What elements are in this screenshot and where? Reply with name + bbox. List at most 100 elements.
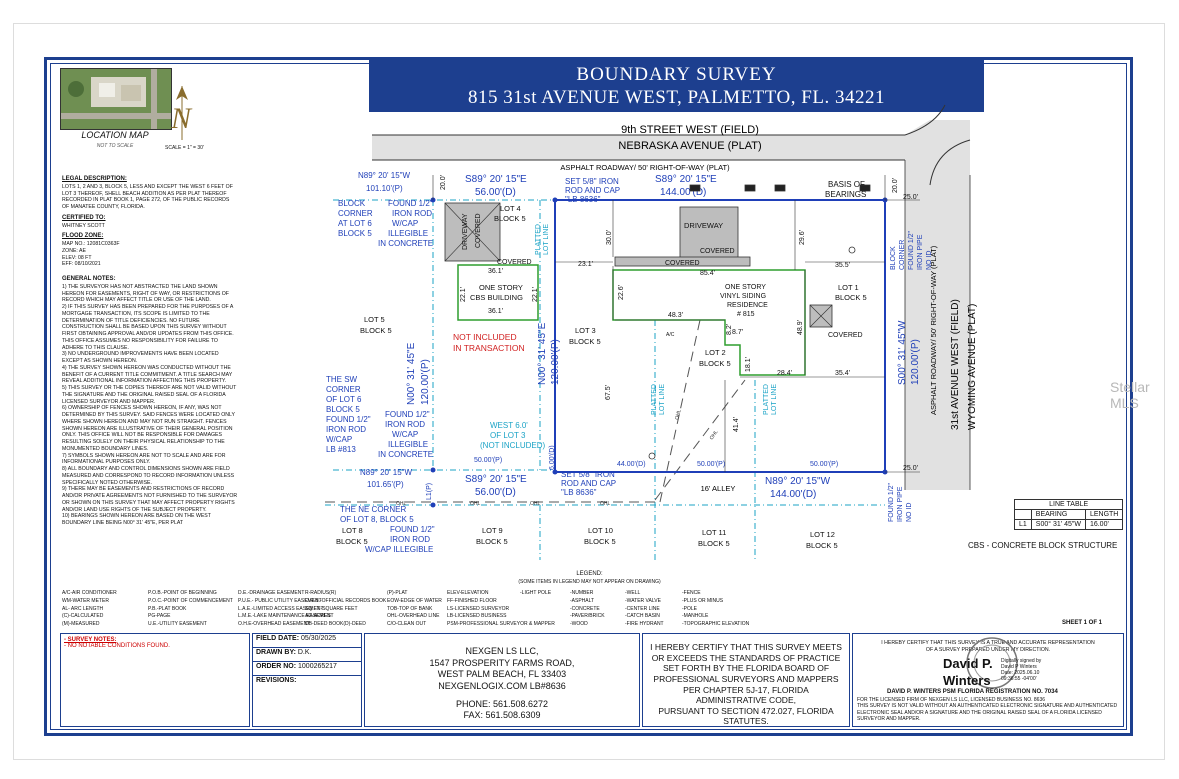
certified-name: WHITNEY SCOTT <box>62 222 105 229</box>
general-note: 7) SYMBOLS SHOWN HEREON ARE NOT TO SCALE… <box>62 452 226 466</box>
monument-callouts: BLOCK CORNER AT LOT 6 BLOCK 5 FOUND 1/2"… <box>326 177 620 554</box>
signature-footer: FOR THE LICENSED FIRM OF NEXGEN LS LLC, … <box>857 697 1123 722</box>
callout-found-iron-rod-2: FOUND 1/2" IRON ROD W/CAP ILLEGIBLE IN C… <box>378 410 433 459</box>
legend-item: U.E.-UTILITY EASEMENT <box>148 621 207 627</box>
company-phone: PHONE: 561.508.6272 <box>455 698 549 709</box>
platted-lot-line-label: PLATTED LOT LINE <box>651 382 666 415</box>
order-number: 1000265217 <box>298 663 337 670</box>
dim-label: 36.1' <box>488 308 503 315</box>
lot-label: LOT 2 BLOCK 5 <box>699 348 731 368</box>
platted-lot-line-label: PLATTED LOT LINE <box>535 222 550 255</box>
field-info-box: FIELD DATE: 05/30/2025 DRAWN BY: D.K. OR… <box>252 633 362 727</box>
legend-item: ELEV-ELEVATION <box>447 590 489 596</box>
lot-label: LOT 12 BLOCK 5 <box>806 530 838 550</box>
legend-column: -FENCE-PLUS OR MINUS-POLE-MANHOLE-TOPOGR… <box>682 590 749 629</box>
dim-label: 8.2' <box>726 324 733 335</box>
legend-item: LB-LICENSED BUSINESS <box>447 613 507 620</box>
legend-item: FF-FINISHED FLOOR <box>447 597 497 604</box>
corner-callouts-vertical: BLOCK CORNER FOUND 1/2" IRON PIPE NO ID … <box>888 230 933 522</box>
legend-item: -PAVER/BRICK <box>570 613 605 620</box>
road-curve <box>904 104 946 136</box>
line-table: LINE TABLE BEARING LENGTH L1 S00° 31' 45… <box>1013 499 1124 530</box>
general-note: 8) ALL BOUNDARY AND CONTROL DIMENSIONS S… <box>62 466 235 486</box>
basis-of-bearings: BASIS OF BEARINGS <box>825 180 867 199</box>
flood-line: ZONE: AE <box>62 247 86 254</box>
dim-label: 28.4' <box>777 370 792 377</box>
ohl-label: OHL <box>674 409 683 421</box>
legend-item: PSM-PROFESSIONAL SURVEYOR & MAPPER <box>447 621 555 627</box>
iron-rod-marker <box>552 197 558 203</box>
company-line: NEXGENLOGIX.COM LB#8636 <box>438 681 566 692</box>
certification-box: I HEREBY CERTIFY THAT THIS SURVEY MEETS … <box>642 633 850 727</box>
survey-notes-text: - NO NOTABLE CONDITIONS FOUND. <box>64 643 170 649</box>
legend-item: O.R.B.-OFFICIAL RECORDS BOOK <box>305 597 387 604</box>
dim-label: 67.5' <box>605 385 612 400</box>
line-table-title: LINE TABLE <box>1013 499 1124 510</box>
cbs-building <box>457 264 539 321</box>
legend-item: -POLE <box>682 605 698 612</box>
legend-item: -FENCE <box>682 590 701 596</box>
legal-heading: LEGAL DESCRIPTION: <box>62 176 127 182</box>
overhead-line: OHL OHL OHL OHL OHL OHL <box>325 319 746 507</box>
dim-label: 8.7' <box>732 329 743 336</box>
line-table-cell: S00° 31' 45"W <box>1030 519 1086 530</box>
dim-label: 22.6' <box>618 285 625 300</box>
legend-item: D.E.-DRAINAGE EASEMENT <box>238 590 305 596</box>
bearing-label: N00° 31' 45"E <box>406 342 417 405</box>
dim-label: 22.1' <box>532 287 539 302</box>
digital-signature-stamp: Digitally signed by David P Winters Date… <box>1001 658 1042 682</box>
covered-strip <box>614 256 751 267</box>
legend-item: O.H.E-OVERHEAD EASEMENT <box>238 621 311 627</box>
lot-label: LOT 5 BLOCK 5 <box>360 315 392 335</box>
drawn-by-label: DRAWN BY: <box>256 649 296 656</box>
legend-item: -ASPHALT <box>570 597 595 604</box>
cbs-note: CBS - CONCRETE BLOCK STRUCTURE <box>968 541 1118 550</box>
dim-label: 35.5' <box>835 262 850 269</box>
bearing-label: S89° 20' 15"E <box>655 174 717 185</box>
general-note: 3) NO UNDERGROUND IMPROVEMENTS HAVE BEEN… <box>62 351 219 365</box>
bearing-label: S89° 20' 15"E <box>465 474 527 485</box>
survey-title: BOUNDARY SURVEY <box>576 64 777 85</box>
legend-item: -CONCRETE <box>570 605 600 612</box>
general-note: 1) THE SURVEYOR HAS NOT ABSTRACTED THE L… <box>62 283 229 304</box>
covered-label: COVERED <box>497 259 532 266</box>
legend-item: -CENTER LINE <box>625 605 660 612</box>
company-line: WEST PALM BEACH, FL 33403 <box>437 669 567 680</box>
general-note: 4) THE SURVEY SHOWN HEREON WAS CONDUCTED… <box>62 364 233 385</box>
legend-subtitle: (SOME ITEMS IN LEGEND MAY NOT APPEAR ON … <box>518 579 661 585</box>
company-fax: FAX: 561.508.6309 <box>463 710 541 721</box>
company-line: NEXGEN LS LLC, <box>465 646 539 656</box>
general-note: 5) THIS SURVEY OR THE COPIES THEREOF ARE… <box>62 385 237 405</box>
distance-label: 6.00'(D) <box>549 445 556 470</box>
cert-line: PURSUANT TO SECTION 472.027, FLORIDA <box>658 705 834 716</box>
legend-item: C/O-CLEAN OUT <box>387 621 427 627</box>
legend-item: (M)-MEASURED <box>62 621 100 627</box>
lot-label: LOT 8 BLOCK 5 <box>336 526 368 546</box>
alley-label: 16' ALLEY <box>701 484 736 493</box>
general-note: 2) IF THIS SURVEY HAS BEEN PREPARED FOR … <box>62 304 234 351</box>
location-map-subcaption: NOT TO SCALE <box>96 143 134 149</box>
iron-rod-marker <box>430 467 436 473</box>
legend-item: R-RADIUS(R) <box>305 590 337 596</box>
callout-sw-corner: THE SW CORNER OF LOT 6 BLOCK 5 FOUND 1/2… <box>326 375 373 454</box>
right-of-way-label: ASPHALT ROADWAY/ 50' RIGHT-OF-WAY (PLAT) <box>929 245 938 415</box>
survey-address: 815 31st AVENUE WEST, PALMETTO, FL. 3422… <box>468 87 885 108</box>
distance-label: 44.00'(D) <box>617 461 646 468</box>
legend-item: -WOOD <box>570 621 588 627</box>
cert-line: PER CHAPTER 5J-17, FLORIDA <box>683 684 809 695</box>
legend-item: DB-DEED BOOK(D)-DEED <box>305 621 366 627</box>
dim-label: 29.6' <box>799 230 806 245</box>
platted-lot-line-label: PLATTED LOT LINE <box>763 382 778 415</box>
legend-item: WM-WATER METER <box>62 597 109 604</box>
callout-ne-corner-lot8: THE NE CORNER OF LOT 8, BLOCK 5 FOUND 1/… <box>340 505 437 554</box>
distance-label: 56.00'(D) <box>475 487 516 498</box>
order-label: ORDER NO: <box>256 663 297 670</box>
survey-notes-box: - SURVEY NOTES: - NO NOTABLE CONDITIONS … <box>60 633 250 727</box>
flood-line: ELEV: 08 FT <box>62 254 92 261</box>
ohl-label: OHL <box>530 501 541 507</box>
dim-label: 25.0' <box>903 465 918 472</box>
street-label: NEBRASKA AVENUE (PLAT) <box>618 140 761 152</box>
legend-column: -WELL-WATER VALVE-CENTER LINE-CATCH BASI… <box>625 590 664 629</box>
legend-item: OHL-OVERHEAD LINE <box>387 613 440 620</box>
